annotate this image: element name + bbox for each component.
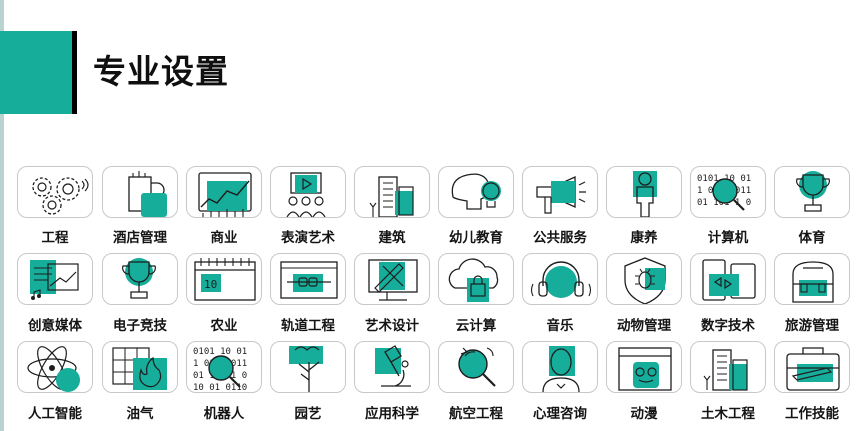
major-label: 计算机 <box>707 230 749 246</box>
major-label: 农业 <box>210 318 238 334</box>
major-tile: 0101 10 01 1 0110 011 01 101 1 0 10 01 0… <box>186 341 262 393</box>
major-tile <box>438 253 514 305</box>
major-tile <box>17 166 93 218</box>
major-tile <box>354 253 430 305</box>
svg-text:0101 10 01: 0101 10 01 <box>193 347 247 357</box>
left-edge-strip <box>0 0 4 431</box>
major-tile <box>522 166 598 218</box>
title-accent-bar <box>72 31 77 114</box>
major-label: 轨道工程 <box>281 318 335 334</box>
major-tile <box>354 166 430 218</box>
major-tile <box>438 166 514 218</box>
major-tile <box>270 253 346 305</box>
major-tile <box>102 341 178 393</box>
major-label: 音乐 <box>546 318 574 334</box>
major-label: 公共服务 <box>533 230 587 246</box>
major-label: 表演艺术 <box>281 230 335 246</box>
major-label: 电子竞技 <box>113 318 167 334</box>
major-label: 云计算 <box>455 318 497 334</box>
major-tile <box>17 341 93 393</box>
major-label: 数字技术 <box>701 318 755 334</box>
major-label: 艺术设计 <box>365 318 419 334</box>
major-tile <box>774 166 850 218</box>
major-label: 土木工程 <box>701 406 755 422</box>
major-label: 旅游管理 <box>785 318 839 334</box>
major-tile <box>606 253 682 305</box>
major-tile <box>270 166 346 218</box>
major-label: 应用科学 <box>365 406 419 422</box>
major-label: 动物管理 <box>617 318 671 334</box>
major-tile <box>522 253 598 305</box>
major-tile <box>522 341 598 393</box>
major-label: 幼儿教育 <box>449 230 503 246</box>
major-label: 工程 <box>41 230 69 246</box>
major-tile <box>186 166 262 218</box>
major-label: 建筑 <box>378 230 406 246</box>
major-label: 园艺 <box>294 406 322 422</box>
major-label: 油气 <box>126 406 154 422</box>
major-tile <box>690 253 766 305</box>
major-label: 商业 <box>210 230 238 246</box>
major-tile: 0101 10 01 1 0110 011 01 101 1 0 <box>690 166 766 218</box>
major-tile <box>354 341 430 393</box>
major-label: 体育 <box>798 230 826 246</box>
major-label: 工作技能 <box>785 406 839 422</box>
major-label: 机器人 <box>203 406 245 422</box>
title-accent-block <box>0 31 72 114</box>
major-tile <box>17 253 93 305</box>
major-tile <box>774 341 850 393</box>
major-label: 航空工程 <box>449 406 503 422</box>
major-label: 心理咨询 <box>533 406 587 422</box>
major-tile <box>438 341 514 393</box>
major-tile <box>774 253 850 305</box>
major-tile <box>690 341 766 393</box>
major-label: 动漫 <box>630 406 658 422</box>
major-label: 人工智能 <box>28 406 82 422</box>
major-tile <box>270 341 346 393</box>
major-tile <box>606 166 682 218</box>
major-tile <box>102 166 178 218</box>
major-label: 康养 <box>630 230 658 246</box>
major-tile: 10 <box>186 253 262 305</box>
svg-text:10: 10 <box>204 278 217 291</box>
major-tile <box>102 253 178 305</box>
major-label: 创意媒体 <box>28 318 82 334</box>
major-label: 酒店管理 <box>113 230 167 246</box>
major-tile <box>606 341 682 393</box>
page-title: 专业设置 <box>93 52 229 91</box>
svg-text:10 01 0110: 10 01 0110 <box>193 383 247 393</box>
